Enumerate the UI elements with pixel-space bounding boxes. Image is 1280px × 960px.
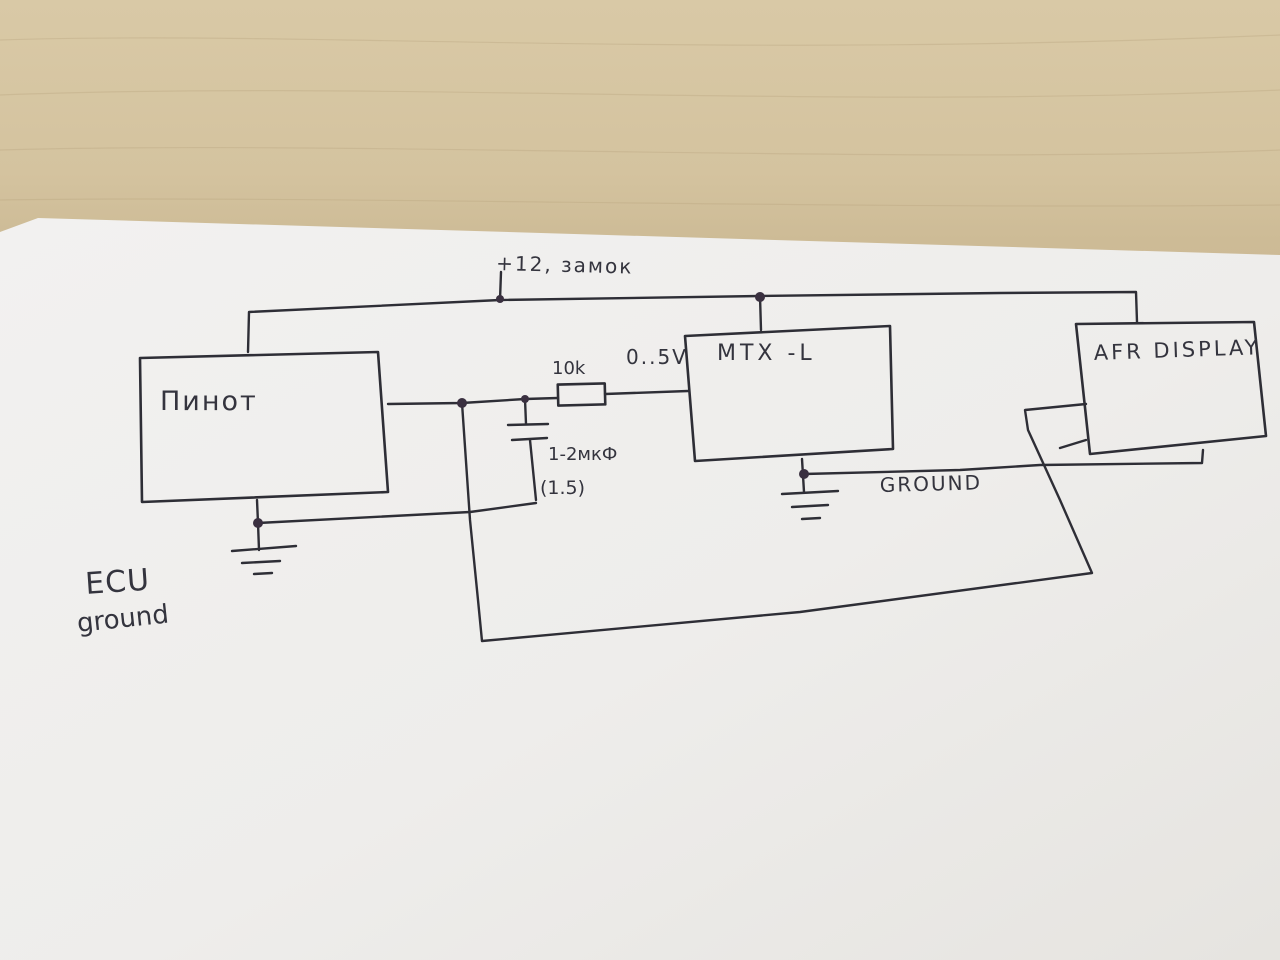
- mtx-box: [683, 324, 895, 463]
- junction-mtx-supply: [755, 292, 765, 302]
- mtx-ground-symbol: [780, 489, 840, 521]
- afr-signal-wire: [460, 401, 1094, 643]
- voltage-label: 0..5V: [626, 345, 688, 369]
- capacitor-lead-bottom: [528, 438, 538, 502]
- capacitor-plate-top: [506, 422, 550, 427]
- mtx-label: MTX -L: [717, 341, 816, 366]
- pinout-box: [138, 350, 390, 504]
- desk-surface: [0, 34, 1280, 207]
- capacitor-lead-top: [523, 397, 528, 426]
- junction-capacitor: [521, 395, 529, 403]
- junction-supply-tap: [496, 295, 504, 303]
- ecu-ground-symbol: [230, 544, 298, 576]
- afr-ground-lead: [1058, 438, 1088, 450]
- ground-label: GROUND: [880, 470, 983, 497]
- resistor-to-mtx: [603, 389, 690, 396]
- afr-display-box: [1074, 320, 1268, 456]
- supply-label: +12, замок: [496, 251, 634, 279]
- ecu-label: ECU: [84, 563, 151, 602]
- junction-ecu-ground: [253, 518, 263, 528]
- ecu-ground-wire: [255, 498, 538, 525]
- paper-sheet: [0, 218, 1280, 960]
- signal-wire: [386, 396, 560, 406]
- afr-label: AFR DISPLAY: [1093, 335, 1261, 365]
- shared-ground-wire: [802, 448, 1205, 476]
- junction-signal: [457, 398, 467, 408]
- capacitor-value: (1.5): [540, 477, 585, 499]
- pinout-label: Пинот: [160, 386, 258, 417]
- capacitor-label: 1-2мкФ: [548, 444, 617, 465]
- junction-mtx-ground: [799, 469, 809, 479]
- resistor-label: 10k: [552, 358, 586, 379]
